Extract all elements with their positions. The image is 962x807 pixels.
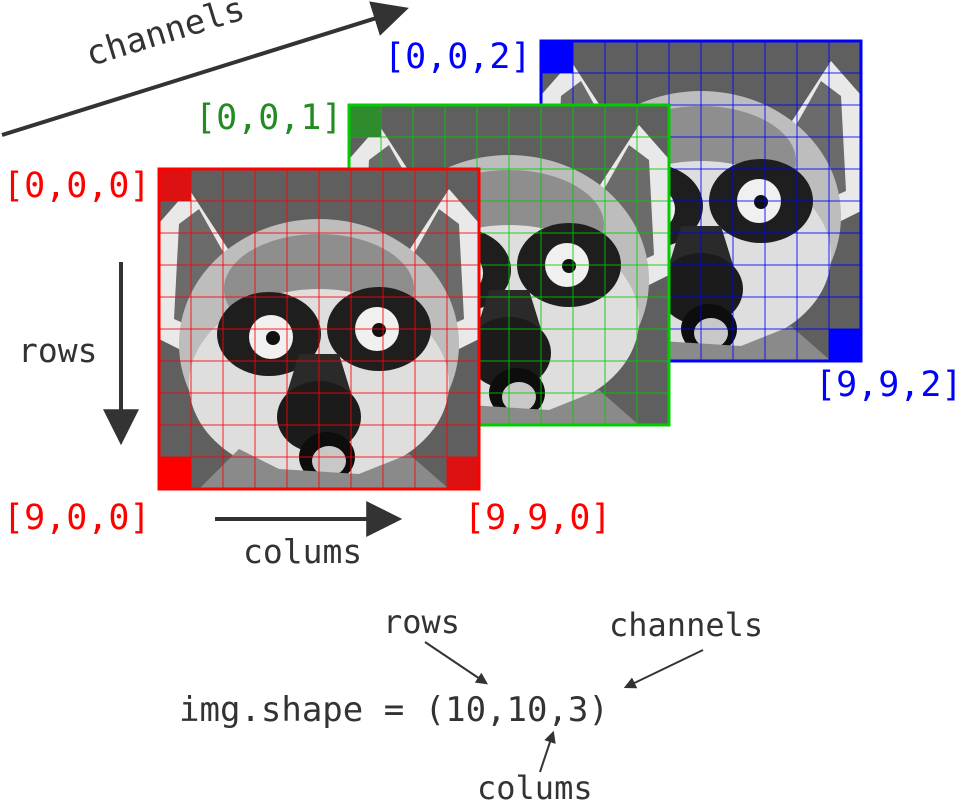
red-bottom-right-index-label: [9,9,0]	[464, 498, 612, 538]
channels-axis-arrow-icon	[1, 1, 409, 137]
red-channel-border	[157, 167, 481, 491]
columns-axis-label: colums	[243, 532, 363, 571]
shape-formula: img.shape = (10,10,3)	[179, 690, 609, 730]
formula-rows-annotation: rows	[383, 603, 461, 641]
blue-top-left-index-label: [0,0,2]	[384, 37, 532, 77]
red-top-left-pixel	[159, 169, 191, 201]
formula-columns-annotation: colums	[477, 769, 593, 807]
rows-annotation-arrow-icon	[424, 641, 488, 685]
red-bottom-left-index-label: [9,0,0]	[3, 498, 151, 538]
channels-annotation-arrow-icon	[623, 649, 704, 689]
blue-bottom-right-pixel	[829, 329, 861, 361]
red-bottom-right-pixel	[447, 457, 479, 489]
formula-channels-annotation: channels	[609, 606, 764, 644]
blue-bottom-right-index-label: [9,9,2]	[815, 365, 962, 405]
green-top-left-index-label: [0,0,1]	[195, 98, 343, 138]
red-channel-layer	[157, 167, 481, 491]
green-top-left-pixel	[349, 105, 381, 137]
columns-annotation-arrow-icon	[539, 730, 556, 773]
red-top-left-index-label: [0,0,0]	[3, 166, 151, 206]
blue-top-left-pixel	[541, 41, 573, 73]
rows-axis-label: rows	[18, 331, 98, 370]
red-bottom-left-pixel	[159, 457, 191, 489]
red-channel-grid	[159, 169, 479, 489]
